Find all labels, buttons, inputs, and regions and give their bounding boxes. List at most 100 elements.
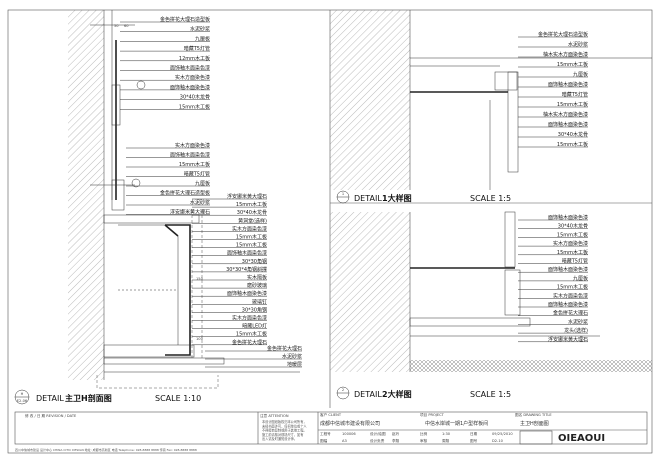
field-value: 100006 [342,432,356,436]
material-label: 30*30*4角钢斜撑 [226,266,267,273]
field-value: D2-10 [492,439,504,443]
material-label: 暗藏LED灯 [242,323,267,330]
material-label: 15mm木工板 [236,234,267,241]
field-label: 日期 [470,431,478,436]
material-label: 15mm木工板 [236,201,267,208]
material-label: 柚木实木方面染色漆 [543,51,588,58]
drawing-title: 主卫H剖面图 [520,420,549,427]
material-label: 30*40木龙骨 [558,223,588,230]
svg-text:2大样图: 2大样图 [382,389,412,399]
material-label: 实木隔板 [247,274,267,281]
material-label: 水泥砂浆 [190,199,210,206]
material-label: 面饰釉木面染色漆 [170,84,210,91]
detail-prefix: DETAIL [36,394,64,403]
material-label: 水泥砂浆 [568,41,588,48]
material-label: 金色拼花大理石 [267,345,302,352]
material-label: 九厘板 [573,71,588,78]
material-label: 玻璃钉 [252,298,267,305]
main-detail-title: H E2-06 DETAIL 主卫H剖面图 SCALE 1:10 [14,389,201,405]
detail1-title: 1 DETAIL 1大样图 SCALE 1:5 [336,190,511,204]
material-label: 地暖层 [287,361,302,368]
detail-scale: SCALE 1:10 [155,394,201,403]
material-label: 面饰釉木面染色漆 [227,290,267,297]
detail2-title: 2 DETAIL 2大样图 SCALE 1:5 [336,386,511,400]
project-label: 项目 PROJECT [420,412,445,417]
material-label: 面饰釉木面染色漆 [548,214,588,221]
revision-label: 修 改 / 日 期 REVISION / DATE [25,413,77,418]
material-label: 九厘板 [573,275,588,282]
material-label: 面饰釉木面染色漆 [548,81,588,88]
client-label: 客户 CLIENT [320,412,342,417]
dim-100: 100 [196,337,204,341]
field-label: 工程号 [320,431,331,436]
material-label: 12mm木工板 [179,55,210,62]
svg-text:DETAIL: DETAIL [354,390,382,399]
material-label: 磨砂玻璃 [247,282,267,289]
detail1-drawing [330,10,652,190]
material-label: 金色拼花大理石造型板 [160,190,210,197]
field-label: 设计/绘图 [370,431,386,436]
field-label: 图号 [470,438,478,443]
material-label: 15mm木工板 [236,242,267,249]
material-label: 15mm木工板 [557,249,588,256]
field-value: 李翔 [392,438,400,443]
logo: OIEAOUI [558,433,605,444]
material-label: 30*40木龙骨 [237,209,267,216]
main-labels-mid: 实木方面染色漆面饰釉木面染色漆15mm木工板暗藏T5灯管九厘板金色拼花大理石造型… [126,142,210,216]
field-label: 审核 [420,438,428,443]
field-label: 比例 [420,431,428,436]
material-label: 金色拼花大理石造型板 [160,16,210,23]
material-label: 30*30角钢 [242,306,267,313]
material-label: 15mm木工板 [179,103,210,110]
material-label: 浮安娜米黄大理石 [170,209,210,216]
material-label: 30*40木龙骨 [180,94,210,101]
detail-title: 主卫H剖面图 [65,393,112,403]
material-label: 15mm木工板 [557,231,588,238]
material-label: 30*30角钢 [242,258,267,265]
main-labels-right: 浮安娜米黄大理石15mm木工板30*40木龙骨黄洞堂(选样)实木方面染色漆15m… [192,193,267,346]
material-label: 15mm木工板 [557,101,588,108]
material-label: 龙头(选样) [564,327,588,334]
material-label: 实木方面染色漆 [232,225,267,232]
material-label: 面饰釉木面染色漆 [548,121,588,128]
svg-text:1大样图: 1大样图 [382,193,412,203]
svg-text:DETAIL: DETAIL [354,194,382,203]
field-value: 赵玲 [392,431,400,436]
material-label: 黄洞堂(选样) [238,217,267,224]
field-label: 图幅 [320,438,328,443]
detail2-labels: 面饰釉木面染色漆30*40木龙骨15mm木工板实木方面染色漆15mm木工板暗藏T… [518,214,588,343]
material-label: 水泥砂浆 [282,353,302,360]
title-block: 修 改 / 日 期 REVISION / DATE 注意 ATTENTION 本… [14,411,648,452]
project-name: 中信水岸城一期1户型样板间 [425,420,488,427]
material-label: 面饰釉木面染色漆 [227,250,267,257]
material-label: 面饰釉木面染色漆 [548,266,588,273]
attention-label: 注意 ATTENTION [260,413,289,418]
material-label: 实木方面染色漆 [553,292,588,299]
field-label: 设计负责 [370,438,385,443]
material-label: 实木方面染色漆 [232,315,267,322]
dim-60: 60 [124,24,129,28]
svg-text:1: 1 [342,192,344,196]
field-value: A3 [342,439,347,443]
field-value: 09/25/2010 [492,432,513,436]
material-label: 水泥砂浆 [568,318,588,325]
field-value: 周翔 [442,438,450,443]
material-label: 面饰釉木面染色漆 [170,65,210,72]
dim-150: 150 [196,277,204,281]
material-label: 实木方面染色漆 [175,142,210,149]
field-value: 1:30 [442,432,451,436]
attention-line: 本设计图纸版权归本公司所有， [262,419,307,424]
attention-line: 施工前请核对现场尺寸，如有 [262,432,303,437]
material-label: 暗藏T5灯管 [562,258,588,265]
material-label: 九厘板 [195,180,210,187]
svg-text:SCALE 1:5: SCALE 1:5 [470,194,511,203]
material-label: 金色拼花大理石 [553,310,588,317]
footer-text: 四川中信城市建设 设计中心 CHINA CITIC DESIGN 地址: 成都市… [15,447,197,452]
attention-line: 不得擅自复制或用于其他工程。 [262,428,307,433]
svg-text:SCALE 1:5: SCALE 1:5 [470,390,511,399]
material-label: 柚木实木方面染色漆 [543,111,588,118]
attention-line: 未经书面许可，任何单位或个人 [262,423,307,428]
dim-50: 50 [114,24,119,28]
